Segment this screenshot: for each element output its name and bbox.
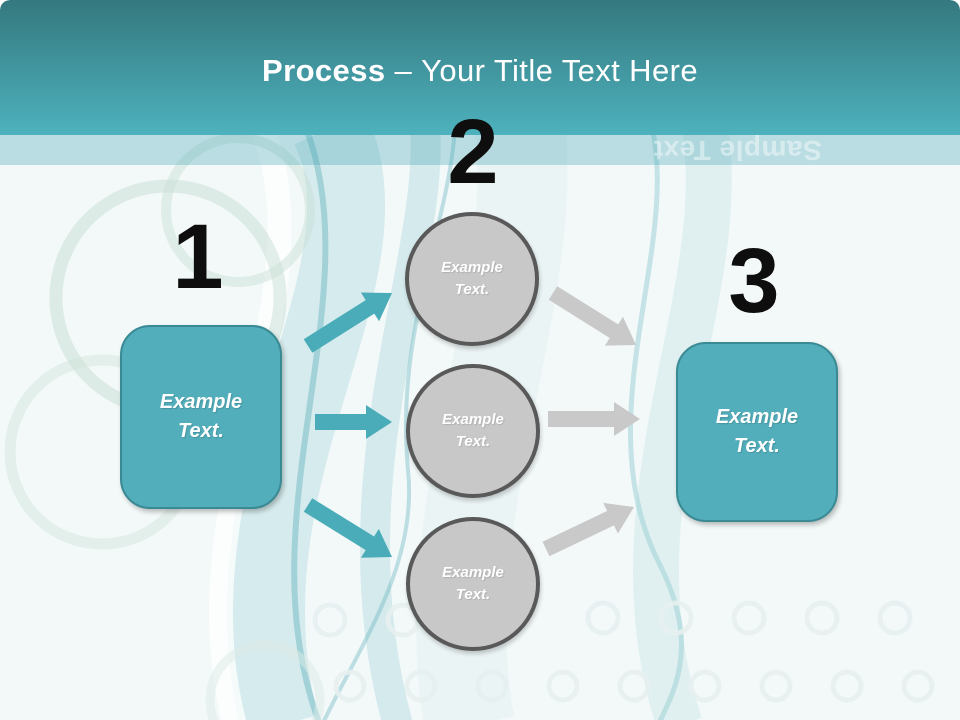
process-circle-middle: Example Text. — [406, 364, 540, 498]
process-circle-bottom-label: Example Text. — [442, 564, 504, 603]
sample-text-watermark: Sample Text — [653, 135, 822, 166]
arrow-left-box-to-circle-3 — [303, 498, 392, 558]
process-box-step3-label: Example Text. — [715, 406, 799, 457]
process-circle-middle-label: Example Text. — [442, 411, 504, 450]
step-number-1: 1 — [172, 206, 224, 308]
process-box-step3: Example Text. — [676, 342, 838, 522]
title-text: Your Title Text Here — [421, 53, 698, 88]
process-circle-top-label: Example Text. — [441, 259, 503, 298]
slide-title: Process–Your Title Text Here — [0, 53, 960, 88]
arrow-circle-1-to-right-box — [548, 286, 636, 346]
process-box-step1-label: Example Text. — [159, 391, 243, 442]
process-circle-top: Example Text. — [405, 212, 539, 346]
arrow-circle-3-to-right-box — [542, 502, 634, 557]
step-number-3: 3 — [728, 230, 780, 332]
header-subband: Sample Text — [0, 135, 960, 166]
title-separator: – — [394, 53, 413, 88]
process-box-step1: Example Text. — [120, 325, 282, 509]
arrow-left-box-to-circle-1 — [303, 292, 392, 353]
process-circle-bottom: Example Text. — [406, 517, 540, 651]
arrow-circle-2-to-right-box — [548, 402, 640, 436]
slide-header: Process–Your Title Text Here — [0, 0, 960, 135]
title-topic: Process — [262, 53, 386, 88]
arrow-left-box-to-circle-2 — [315, 405, 392, 439]
step-number-2: 2 — [447, 101, 499, 203]
